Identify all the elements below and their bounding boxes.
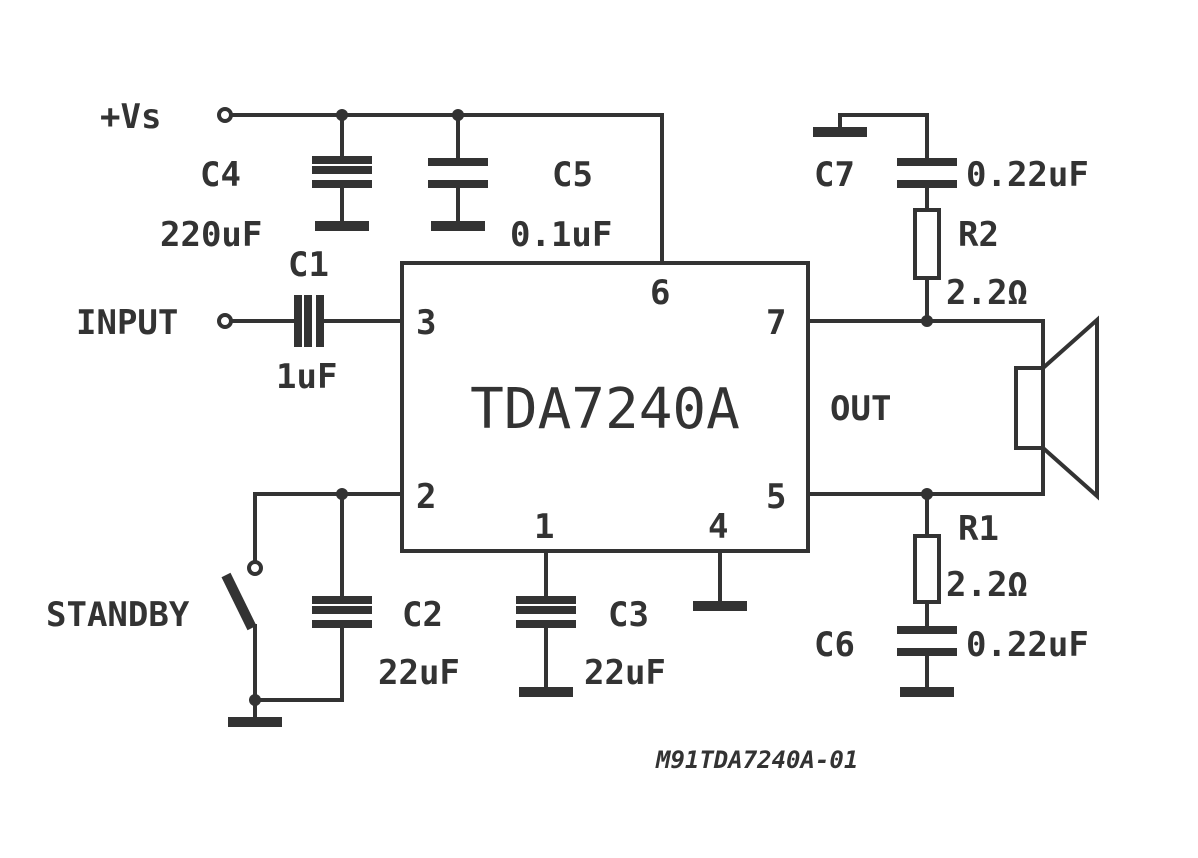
supply-label: +Vs	[100, 97, 161, 137]
capacitor-c5	[428, 113, 488, 231]
output-wire-pin-7	[806, 319, 1045, 370]
figure-reference: M91TDA7240A-01	[655, 746, 858, 774]
c4-name: C4	[200, 155, 241, 195]
pin-4-ground	[693, 549, 747, 611]
standby-switch[interactable]	[221, 560, 263, 702]
resistor-r1	[913, 492, 941, 632]
pin-5-label: 5	[766, 477, 786, 517]
c7-name: C7	[814, 155, 855, 195]
ic-name: TDA7240A	[470, 377, 740, 442]
standby-label: STANDBY	[46, 595, 190, 635]
c3-value: 22uF	[584, 653, 666, 693]
c2-value: 22uF	[378, 653, 460, 693]
r1-name: R1	[958, 509, 999, 549]
pin-6-label: 6	[650, 273, 670, 313]
c5-value: 0.1uF	[510, 215, 612, 255]
capacitor-c1	[229, 295, 404, 347]
pin-3-label: 3	[416, 303, 436, 343]
pin-1-label: 1	[534, 507, 554, 547]
c1-name: C1	[288, 245, 329, 285]
resistor-r2	[913, 182, 941, 323]
speaker-icon	[1014, 315, 1099, 501]
r2-name: R2	[958, 215, 999, 255]
capacitor-c4	[312, 113, 372, 231]
supply-rail-wire	[229, 113, 664, 265]
c3-name: C3	[608, 595, 649, 635]
c7-value: 0.22uF	[966, 155, 1089, 195]
c2-name: C2	[402, 595, 443, 635]
c5-name: C5	[552, 155, 593, 195]
output-wire-pin-5	[806, 446, 1045, 496]
out-label: OUT	[830, 389, 891, 429]
pin-2-label: 2	[416, 477, 436, 517]
capacitor-c7	[813, 113, 957, 188]
pin-2-wire	[253, 492, 404, 564]
pin-7-label: 7	[766, 303, 786, 343]
ic-body	[400, 261, 810, 553]
junction-dot	[249, 694, 261, 706]
c1-value: 1uF	[276, 357, 337, 397]
input-label: INPUT	[76, 303, 178, 343]
ground-wire	[228, 698, 344, 727]
capacitor-c2	[312, 492, 372, 702]
r1-value: 2.2Ω	[946, 565, 1028, 605]
pin-4-label: 4	[708, 507, 728, 547]
c6-name: C6	[814, 625, 855, 665]
capacitor-c6	[897, 626, 957, 697]
c4-value: 220uF	[160, 215, 262, 255]
c6-value: 0.22uF	[966, 625, 1089, 665]
r2-value: 2.2Ω	[946, 273, 1028, 313]
capacitor-c3	[516, 549, 576, 697]
